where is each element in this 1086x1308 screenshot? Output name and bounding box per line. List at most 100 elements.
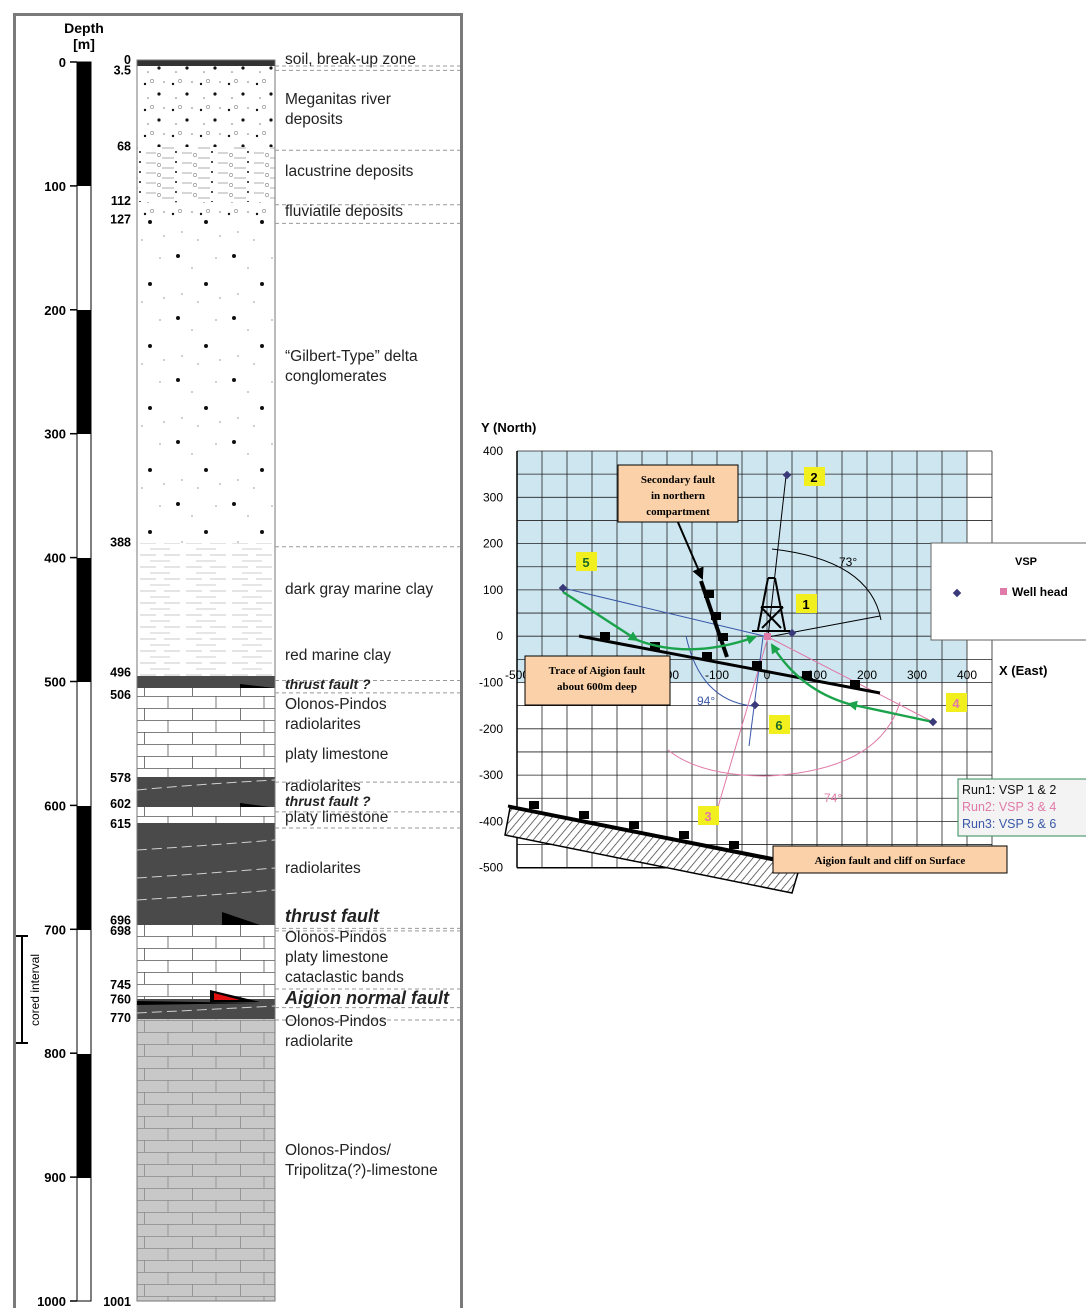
depth-scale-label: 800	[44, 1046, 66, 1061]
callout-line: Trace of Aigion fault	[549, 665, 646, 677]
unit-label: platy limestone	[285, 746, 388, 763]
depth-unit: [m]	[73, 36, 95, 52]
y-tick-label: 400	[483, 444, 503, 458]
run1-lines	[767, 475, 882, 638]
green-arrows	[562, 590, 934, 724]
depth-scale-bar	[76, 61, 92, 1302]
boundary-labels: 03.5681121273884965065786026156966987457…	[103, 53, 131, 1308]
y-tick-label: 100	[483, 583, 503, 597]
depth-scale-label: 300	[44, 427, 66, 442]
aigion-trace-callout: Trace of Aigion fault about 600m deep	[524, 655, 671, 706]
boundary-depth-label: 112	[111, 194, 131, 208]
y-axis-label: Y (North)	[481, 420, 536, 435]
aigion-surface-fault	[504, 801, 801, 894]
aigion-surface-callout: Aigion fault and cliff on Surface	[772, 845, 1008, 874]
depth-scale-label: 600	[44, 798, 66, 813]
x-tick-label: 300	[907, 668, 927, 682]
y-tick-label: 200	[483, 537, 503, 551]
boundary-depth-label: 127	[110, 212, 131, 226]
boundary-depth-label: 3.5	[114, 63, 131, 77]
boundary-depth-label: 696	[110, 913, 131, 927]
depth-scale-label: 500	[44, 675, 66, 690]
depth-scale-ticks	[70, 61, 77, 1302]
legend: VSP Well head	[930, 542, 1086, 641]
x-tick-label: -100	[705, 668, 729, 682]
callout-line: in northern	[651, 490, 705, 502]
unit-label: radiolarites	[285, 860, 361, 877]
depth-scale-label: 100	[44, 179, 66, 194]
vsp-number-3: 3	[704, 809, 711, 824]
lithology-column	[136, 59, 276, 1302]
dashed-boundaries	[275, 65, 460, 1021]
vsp-number-1: 1	[802, 597, 809, 612]
cored-interval-bracket: cored interval	[16, 935, 42, 1044]
unit-label: lacustrine deposits	[285, 163, 414, 180]
vsp-number-6: 6	[775, 718, 782, 733]
unit-label: Tripolitza(?)-limestone	[285, 1162, 438, 1179]
run1-label: Run1: VSP 1 & 2	[962, 783, 1056, 797]
angle-label: 94°	[697, 694, 715, 708]
well-head-marker	[764, 633, 771, 640]
legend-square-icon	[1000, 588, 1007, 595]
unit-label: radiolarite	[285, 1033, 353, 1050]
boundary-depth-label: 745	[110, 978, 131, 992]
y-tick-label: -500	[479, 861, 503, 875]
vsp-number-4: 4	[952, 696, 960, 711]
callout-line: about 600m deep	[557, 681, 637, 693]
unit-labels: soil, break-up zone Meganitas river depo…	[284, 51, 450, 1179]
unit-label: platy limestone	[285, 809, 388, 826]
unit-label: Olonos-Pindos	[285, 1013, 387, 1030]
x-tick-label: 400	[957, 668, 977, 682]
unit-label: Olonos-Pindos	[285, 929, 387, 946]
boundary-depth-label: 698	[110, 924, 131, 938]
x-tick-label: 0	[764, 668, 771, 682]
well-derrick-icon	[752, 577, 790, 632]
unit-label: cataclastic bands	[285, 969, 404, 986]
x-tick-label: 200	[857, 668, 877, 682]
x-tick-label: -500	[505, 668, 529, 682]
boundary-depth-label: 0	[124, 53, 131, 67]
vsp-number-boxes: 5 2 1 4 6 3	[576, 467, 967, 825]
unit-label: fluviatile deposits	[285, 203, 403, 220]
depth-scale-label: 1000	[37, 1294, 66, 1308]
boundary-depth-label: 760	[110, 993, 131, 1007]
run2-label: Run2: VSP 3 & 4	[962, 800, 1056, 814]
y-tick-label: 300	[483, 490, 503, 504]
depth-scale-label: 900	[44, 1170, 66, 1185]
boundary-depth-label: 770	[110, 1011, 131, 1025]
unit-label: thrust fault	[285, 906, 380, 926]
vsp-number-2: 2	[810, 470, 817, 485]
unit-label: soil, break-up zone	[285, 51, 416, 68]
y-tick-label: -100	[479, 676, 503, 690]
unit-label: radiolarites	[285, 716, 361, 733]
stratigraphic-log: Depth [m] 010020030040050060070080090010…	[16, 20, 460, 1308]
unit-label: platy limestone	[285, 949, 388, 966]
boundary-depth-label: 602	[110, 797, 131, 811]
unit-label: dark gray marine clay	[285, 581, 433, 598]
y-tick-label: -400	[479, 814, 503, 828]
callout-line: compartment	[646, 506, 710, 518]
boundary-depth-label: 496	[110, 666, 131, 680]
depth-scale-label: 0	[59, 55, 66, 70]
boundary-depth-label: 388	[110, 536, 131, 550]
boundary-depth-label: 1001	[103, 1295, 131, 1308]
y-tick-label: -200	[479, 722, 503, 736]
x-tick-label: 100	[807, 668, 827, 682]
unit-label: Aigion normal fault	[284, 988, 450, 1008]
boundary-depth-label: 578	[110, 771, 131, 785]
depth-header: Depth	[64, 20, 104, 36]
y-tick-label: -300	[479, 768, 503, 782]
unit-label: Olonos-Pindos	[285, 696, 387, 713]
boundary-depth-label: 506	[110, 688, 131, 702]
callout-line: Secondary fault	[641, 474, 716, 486]
depth-scale-label: 700	[44, 922, 66, 937]
depth-scale-label: 200	[44, 303, 66, 318]
callout-line: Aigion fault and cliff on Surface	[815, 855, 966, 867]
unit-label: red marine clay	[285, 647, 391, 664]
legend-diamond-icon	[952, 588, 962, 598]
unit-label: radiolarites	[285, 778, 361, 795]
secondary-fault	[699, 580, 729, 658]
legend-title: VSP	[1015, 556, 1037, 568]
unit-label: conglomerates	[285, 368, 387, 385]
